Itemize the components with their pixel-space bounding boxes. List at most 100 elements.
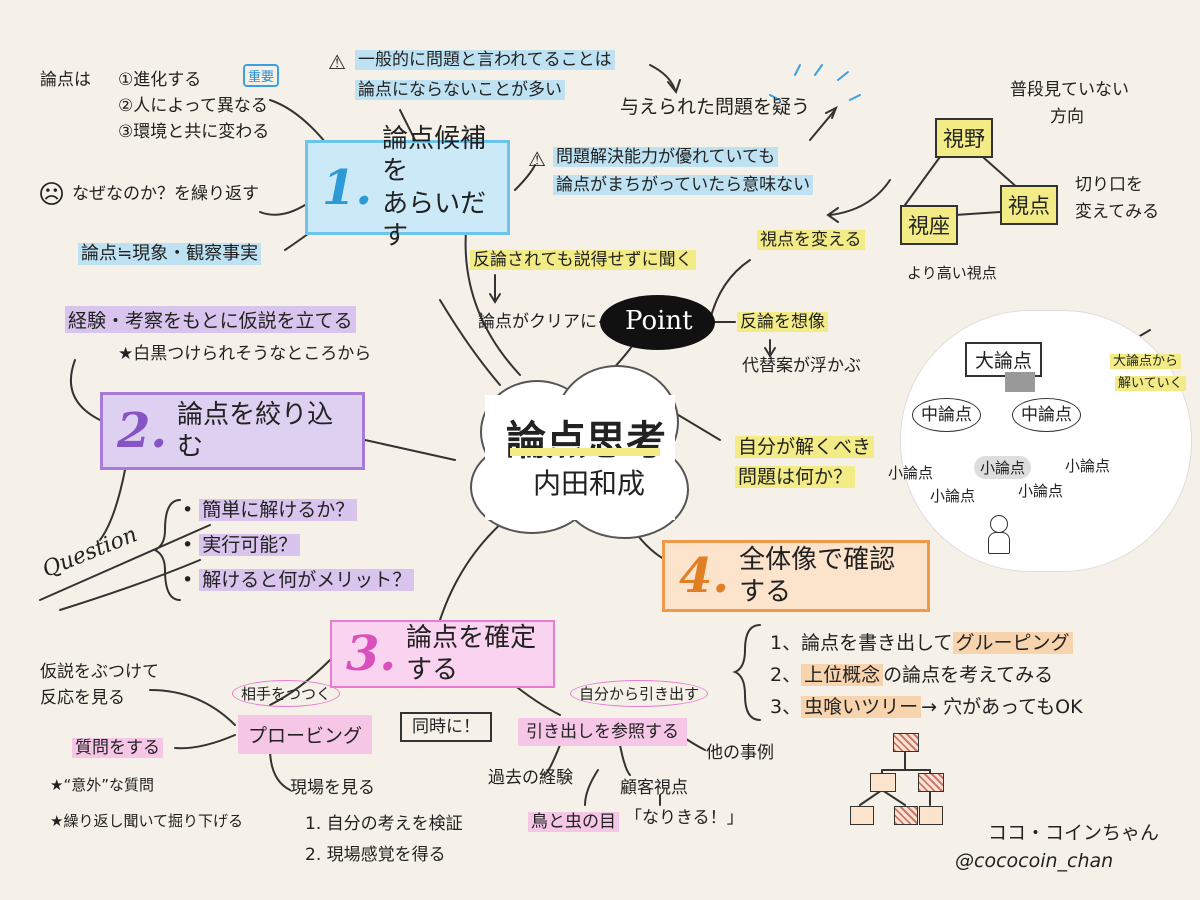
hypothesis-react-1: 仮説をぶつけて xyxy=(40,662,159,682)
b4-step-1: 1、論点を書き出してグルーピング xyxy=(770,628,1073,655)
b4-step-2: 2、上位概念の論点を考えてみる xyxy=(770,664,1054,686)
shiya-note-1: 普段見ていない xyxy=(1010,80,1129,100)
underline-question xyxy=(39,524,211,601)
b2-hypothesis-note: ★白黒つけられそうなところから xyxy=(118,344,372,364)
point-counter: 反論を想像 xyxy=(737,312,828,333)
tree-mid-1: 中論点 xyxy=(912,398,981,433)
person-body-icon xyxy=(988,532,1010,554)
observation-text: 論点≒現象・観察事実 xyxy=(78,243,262,265)
hypothesis-react-2: 反応を見る xyxy=(40,688,125,708)
past: 過去の経験 xyxy=(488,768,573,788)
warning1-line1: 一般的に問題と言われてることは xyxy=(355,50,615,71)
repeat-why: なぜなのか？を繰り返す xyxy=(72,184,259,204)
branch4-title: 全体像で確認する xyxy=(739,544,896,608)
ronten-label: 論点は xyxy=(40,70,91,90)
tree-mid-2: 中論点 xyxy=(1012,398,1081,433)
b2-question-3: • 解けると何がメリット？ xyxy=(182,565,415,592)
branch4-number: 4. xyxy=(679,548,730,604)
probing-badge: 相手をつつく xyxy=(232,680,341,707)
point-clear: 論点がクリアに xyxy=(478,312,597,332)
brace-steps xyxy=(732,624,761,721)
tree-small-3: 小論点 xyxy=(974,456,1032,479)
others: 他の事例 xyxy=(706,743,774,763)
branch1-title-line2: あらいだす xyxy=(382,188,487,252)
branch3-number: 3. xyxy=(346,626,397,682)
b2-hypothesis: 経験・考察をもとに仮説を立てる xyxy=(65,306,356,333)
mini-tree-node xyxy=(850,806,874,825)
tree-small-2: 小論点 xyxy=(930,487,976,505)
line-probing-field xyxy=(269,747,291,791)
ask: 質問をする xyxy=(72,738,163,758)
ask-note-1: ★“意外”な質問 xyxy=(50,776,154,794)
line-point-change xyxy=(709,259,751,321)
branch1-box: 1. 論点候補を あらいだす xyxy=(305,124,510,251)
mini-tree-node xyxy=(893,733,919,752)
simultaneous: 同時に！ xyxy=(400,712,492,743)
arrow-warning2-doubt xyxy=(809,105,838,141)
line-past-bird xyxy=(584,769,599,806)
drawer-badge: 自分から引き出す xyxy=(570,680,709,707)
warning2-line1: 問題解決能力が優れていても xyxy=(553,147,779,168)
line-drawer-customer xyxy=(619,744,631,776)
arrow-perspective-change xyxy=(826,179,891,223)
branch2-title: 論点を絞り込む xyxy=(177,399,334,463)
field-item-1: 1. 自分の考えを検証 xyxy=(305,814,463,834)
line-shiya-shiza xyxy=(904,149,946,206)
self-problem-1: 自分が解くべき xyxy=(735,432,875,459)
warning-icon: ⚠ xyxy=(528,147,546,171)
bird-bug: 鳥と虫の目 xyxy=(528,812,619,833)
shiza-note: より高い視点 xyxy=(907,264,997,282)
line-b1-repeat xyxy=(259,204,306,216)
branch4-box: 4. 全体像で確認する xyxy=(662,540,930,612)
warning1-line2: 論点にならないことが多い xyxy=(355,80,565,101)
tree-small-1: 小論点 xyxy=(888,464,934,482)
self-problem-2: 問題は何か？ xyxy=(735,462,856,489)
tree-small-5: 小論点 xyxy=(1065,457,1111,475)
warning2-line2: 論点がまちがっていたら意味ない xyxy=(553,175,814,196)
important-badge: 重要 xyxy=(243,64,280,87)
line-center-branch2 xyxy=(364,439,456,461)
ronten-item-2: ②人によって異なる xyxy=(118,96,268,116)
probing: プロービング xyxy=(238,715,373,754)
field: 現場を見る xyxy=(290,778,375,798)
mini-tree-node xyxy=(870,773,896,792)
person-icon xyxy=(990,515,1008,533)
cloud-core xyxy=(485,395,675,520)
branch2-number: 2. xyxy=(117,403,168,459)
arrow-counter-alt xyxy=(764,339,776,358)
customer: 顧客視点 xyxy=(620,778,688,798)
line-center-point xyxy=(439,299,501,386)
field-item-2: 2. 現場感覚を得る xyxy=(305,845,446,865)
underline-question2 xyxy=(59,559,201,611)
arrow-warning-doubt xyxy=(649,64,681,95)
branch2-box: 2. 論点を絞り込む xyxy=(100,392,365,470)
line-shiza-shiten xyxy=(954,211,1001,216)
mini-tree-node xyxy=(919,806,943,825)
center-author: 内田和成 xyxy=(533,467,646,500)
tree-big-note-1: 大論点から xyxy=(1110,350,1182,369)
credit-name: ココ・コインちゃん xyxy=(988,822,1160,844)
branch3-title: 論点を確定する xyxy=(406,622,537,686)
shiten-box: 視点 xyxy=(1000,185,1058,225)
shiza-box: 視座 xyxy=(900,205,958,245)
mini-tree-node xyxy=(894,806,918,825)
b2-question-1: • 簡単に解けるか？ xyxy=(182,495,358,522)
line-b2-hypothesis xyxy=(70,359,101,421)
shiya-box: 視野 xyxy=(935,118,993,158)
line-center-branch3 xyxy=(439,519,506,621)
ronten-item-1: ①進化する xyxy=(118,70,202,90)
tree-big-shadow xyxy=(1005,372,1035,392)
line-probing-ask xyxy=(174,734,236,750)
point-bubble xyxy=(600,295,715,350)
point-listen: 反論されても説得せずに聞く xyxy=(470,250,696,271)
doubt-text: 与えられた問題を疑う xyxy=(620,96,811,118)
mini-tree-node xyxy=(918,773,944,792)
frown-icon: ☹ xyxy=(38,180,66,210)
tree-bubble xyxy=(900,310,1192,572)
shiten-note-1: 切り口を xyxy=(1075,175,1143,195)
shiten-note-2: 変えてみる xyxy=(1075,202,1160,222)
line-probing-react xyxy=(149,689,236,726)
center-underline xyxy=(510,448,660,456)
ronten-item-3: ③環境と共に変わる xyxy=(118,122,270,142)
